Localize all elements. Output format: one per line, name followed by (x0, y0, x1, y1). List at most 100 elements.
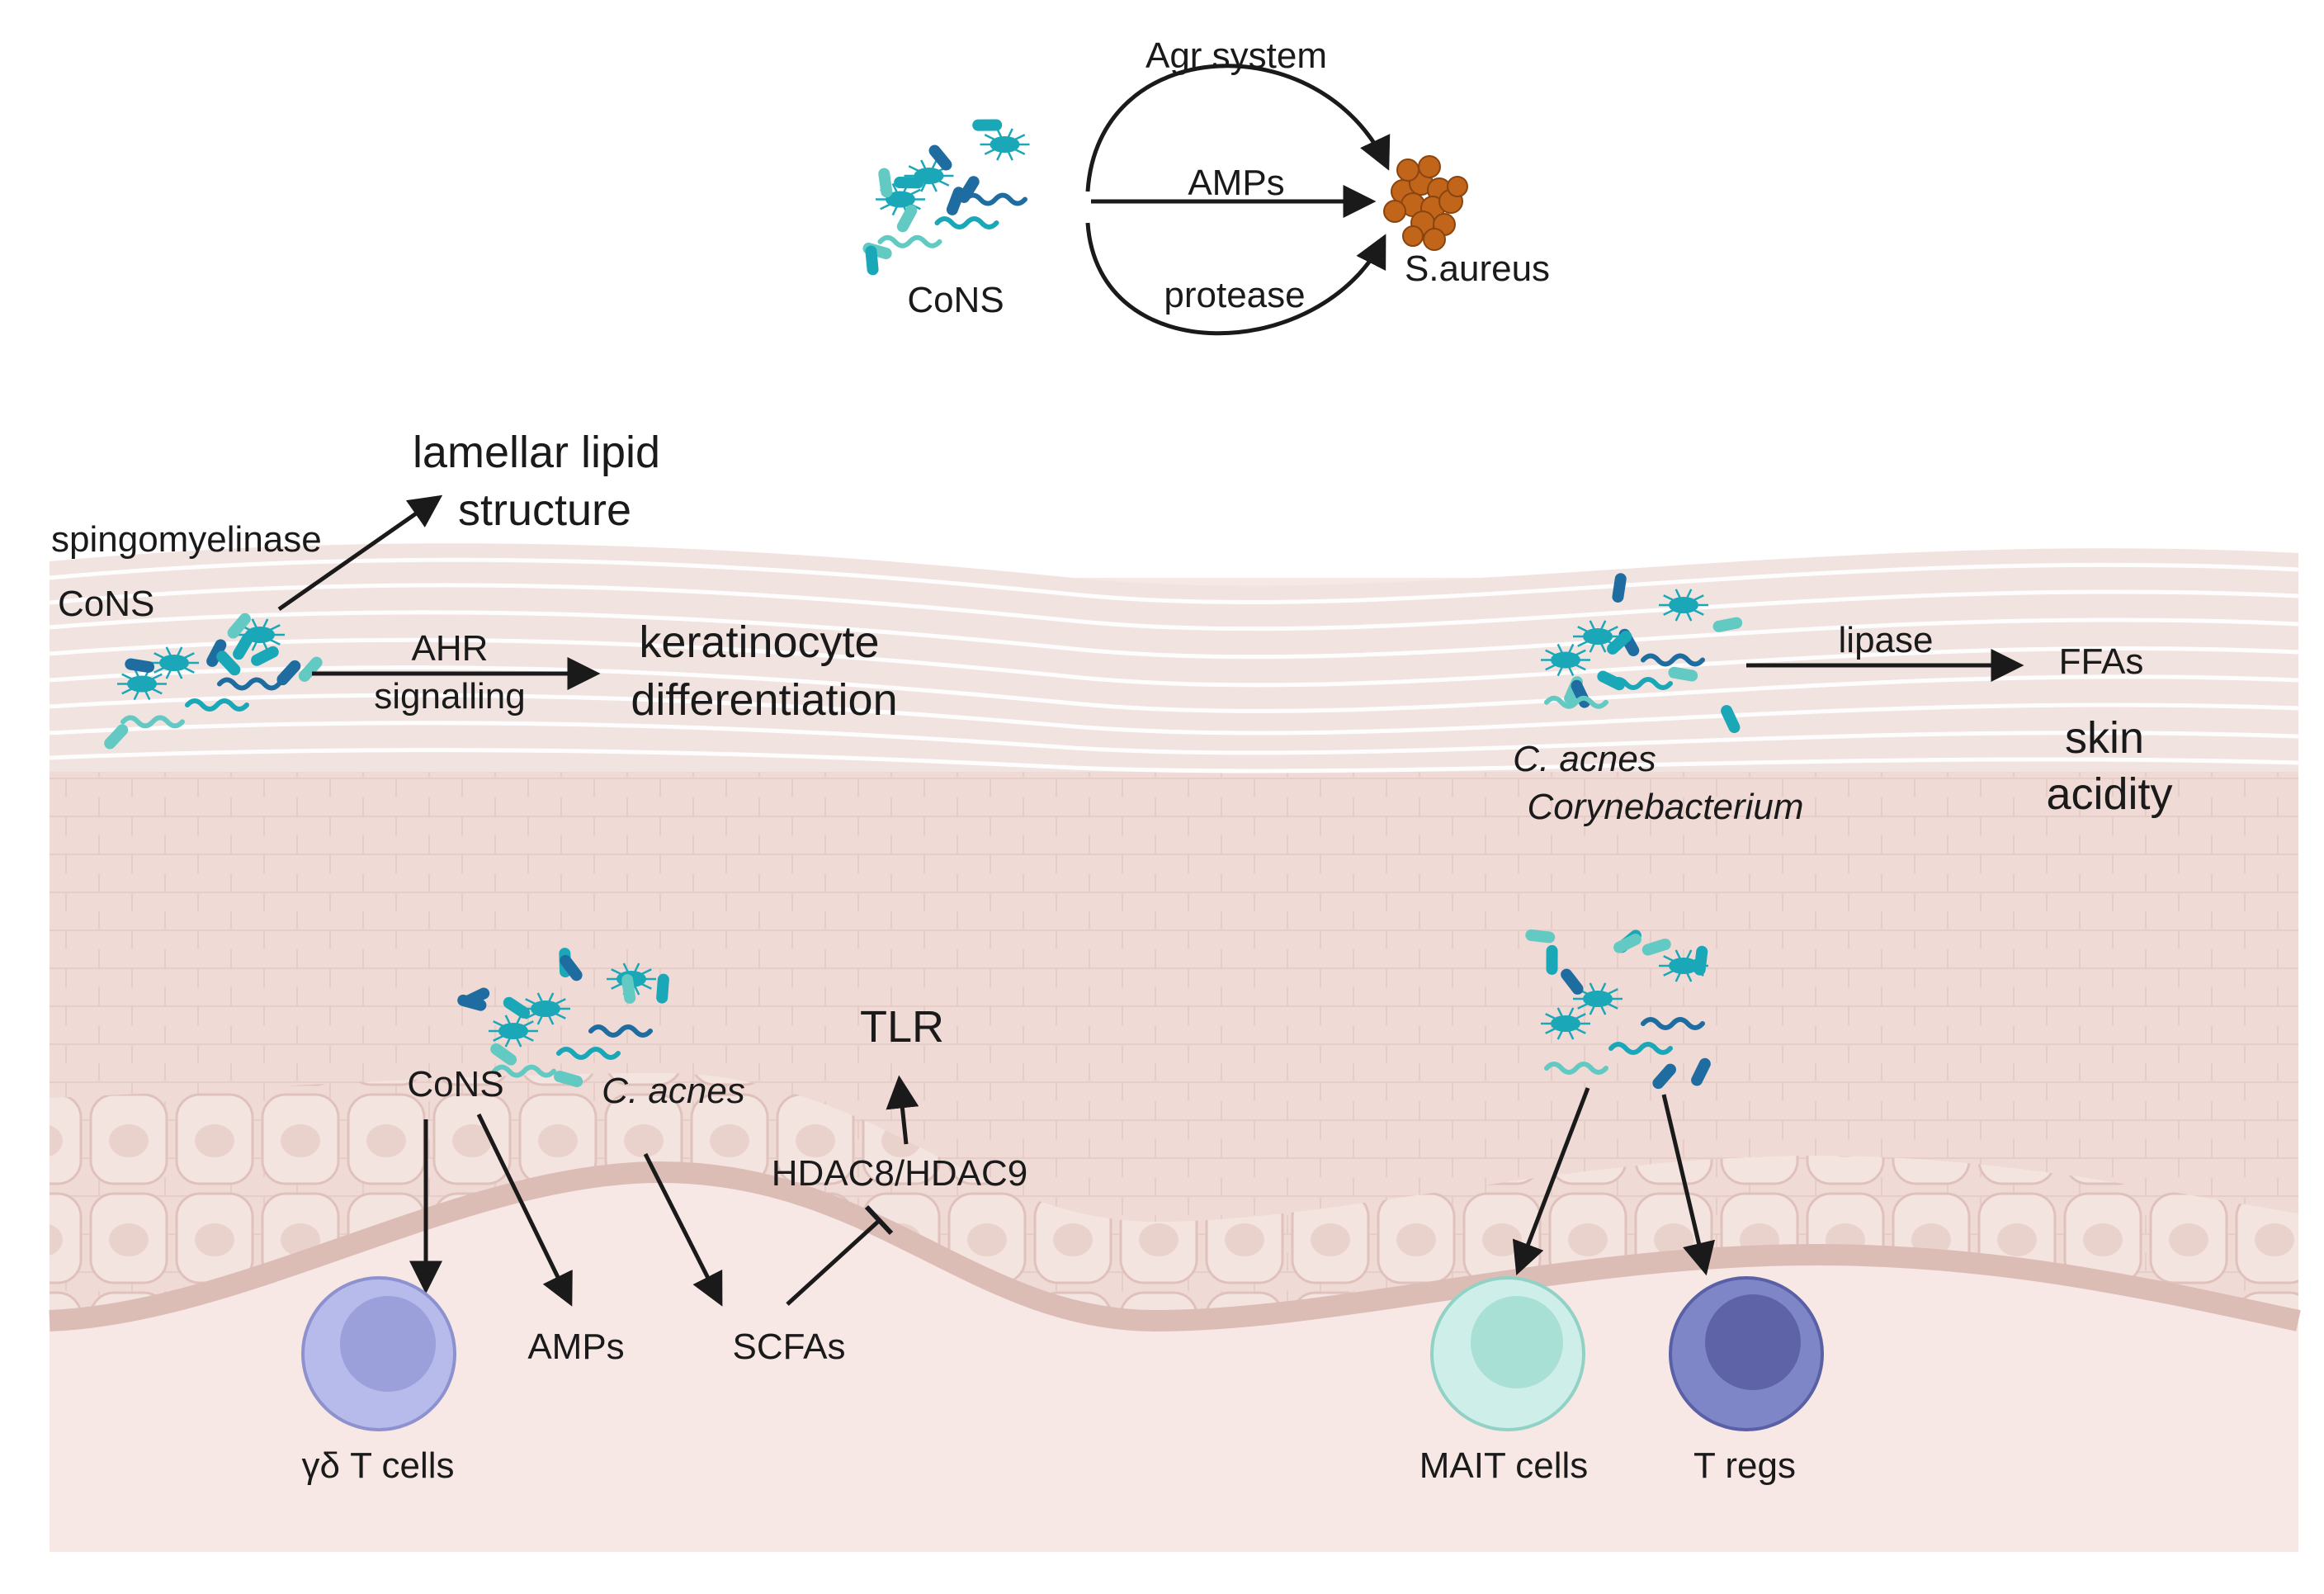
label-corynebacterium: Corynebacterium (1527, 787, 1803, 827)
label-top-agr-system: Agr system (1145, 35, 1327, 76)
label-upper-left-cons: CoNS (58, 584, 154, 624)
rod-bacterium (656, 973, 669, 1004)
arrow-protease (1085, 222, 1386, 336)
arrows (277, 64, 2024, 1307)
mait-cell (1430, 1276, 1585, 1431)
label-c-acnes-upper: C. acnes (1513, 739, 1656, 779)
flagellated-bacterium (904, 159, 954, 192)
arrow-to-scfas (643, 1152, 723, 1307)
spiral-bacterium (1641, 653, 1705, 667)
rod-bacterium (233, 632, 254, 660)
rod-bacterium (1668, 666, 1698, 682)
label-ahr-1: AHR (412, 628, 489, 669)
label-lower-c-acnes: C. acnes (602, 1071, 745, 1111)
flagellated-bacterium (1659, 589, 1708, 622)
rod-bacterium (1721, 705, 1741, 734)
flagellated-bacterium (489, 1015, 538, 1048)
label-lamellar-lipid-2: structure (458, 485, 631, 535)
rod-bacterium (1612, 573, 1627, 603)
label-tlr: TLR (860, 1002, 944, 1052)
label-lipase: lipase (1839, 620, 1934, 660)
rod-bacterium (227, 613, 251, 639)
flagellated-bacterium (1573, 620, 1623, 653)
rod-bacterium (276, 660, 301, 686)
label-t-regs: T regs (1693, 1445, 1796, 1486)
label-hdac: HDAC8/HDAC9 (772, 1153, 1028, 1194)
rod-bacterium (206, 639, 227, 667)
spiral-bacterium (588, 1024, 653, 1038)
label-keratinocyte-2: differentiation (631, 675, 897, 725)
label-amps-lower: AMPs (527, 1327, 624, 1367)
rod-bacterium (878, 168, 893, 198)
label-s-aureus: S.aureus (1405, 248, 1550, 289)
basement-membrane (49, 1161, 2301, 1332)
spiral-bacterium (120, 715, 185, 729)
cons-bacteria-cluster-upper-left (104, 613, 323, 750)
rod-bacterium (1691, 1057, 1711, 1086)
rod-bacterium (125, 658, 155, 674)
rod-bacterium (1561, 968, 1584, 995)
label-ahr-2: signalling (374, 676, 525, 717)
label-skin-acidity-2: acidity (2046, 769, 2172, 819)
spiral-bacterium (934, 216, 999, 229)
rod-bacterium (1652, 1063, 1676, 1090)
stratum-corneum (50, 543, 2298, 772)
rod-bacterium (560, 954, 583, 981)
rod-bacterium (1641, 938, 1671, 956)
rod-bacterium (958, 176, 980, 203)
spiral-bacterium (556, 1047, 621, 1060)
corneum-lines (49, 557, 2299, 773)
basal-layer (50, 1073, 2298, 1321)
skin-layers (49, 543, 2301, 1552)
rod-bacterium (104, 724, 129, 750)
rod-bacterium (1693, 945, 1708, 976)
label-top-amps: AMPs (1188, 163, 1284, 203)
s-aureus-cluster (1383, 155, 1468, 251)
rod-bacterium (972, 119, 1003, 131)
label-mait-cells: MAIT cells (1419, 1445, 1589, 1486)
rod-bacterium (554, 1071, 583, 1088)
treg-cell (1669, 1276, 1824, 1431)
rod-bacterium (490, 1043, 517, 1066)
rod-bacterium (928, 144, 952, 171)
rod-bacterium (1613, 934, 1641, 953)
spiral-bacterium (1544, 1062, 1608, 1075)
cacnes-corynebacterium-cluster (1541, 573, 1743, 734)
spiral-bacterium (1641, 1017, 1705, 1030)
rod-bacterium (1525, 929, 1556, 944)
label-skin-acidity-1: skin (2065, 713, 2144, 763)
spiral-bacterium (185, 698, 249, 712)
rod-bacterium (894, 176, 924, 189)
inhibition-bar (864, 1204, 894, 1236)
rod-bacterium (1607, 631, 1632, 655)
arrow-to-tregs (1661, 1094, 1716, 1276)
rod-bacterium (457, 994, 487, 1011)
arrow-to-amps (476, 1113, 573, 1307)
spiral-bacterium (877, 234, 942, 248)
flagellated-bacterium (1573, 982, 1623, 1015)
spiral-bacterium (963, 192, 1027, 206)
rod-bacterium (896, 205, 918, 233)
label-lamellar-lipid-1: lamellar lipid (413, 428, 660, 477)
rod-bacterium (503, 996, 531, 1019)
arrow-to-tlr (886, 1075, 919, 1145)
rod-bacterium (1546, 944, 1558, 975)
flagellated-bacterium (521, 992, 570, 1025)
spiral-bacterium (217, 677, 281, 691)
label-top-protease: protease (1164, 275, 1305, 315)
rod-bacterium (298, 656, 323, 682)
label-top-cons: CoNS (907, 280, 1004, 320)
cons-bacteria-cluster-top (862, 119, 1030, 276)
gd-t-cell (301, 1276, 456, 1431)
bacteria-cluster-lower-right (1525, 929, 1711, 1090)
rod-bacterium (216, 650, 241, 676)
label-gd-t-cells: γδ T cells (301, 1445, 454, 1486)
arrow-lamellar-lipid (277, 494, 443, 612)
label-lower-cons: CoNS (407, 1064, 503, 1104)
rod-bacterium (1712, 617, 1743, 632)
rod-bacterium (251, 646, 279, 666)
spiral-bacterium (1544, 695, 1608, 709)
rod-bacterium (865, 245, 879, 276)
rod-bacterium (621, 974, 636, 1004)
